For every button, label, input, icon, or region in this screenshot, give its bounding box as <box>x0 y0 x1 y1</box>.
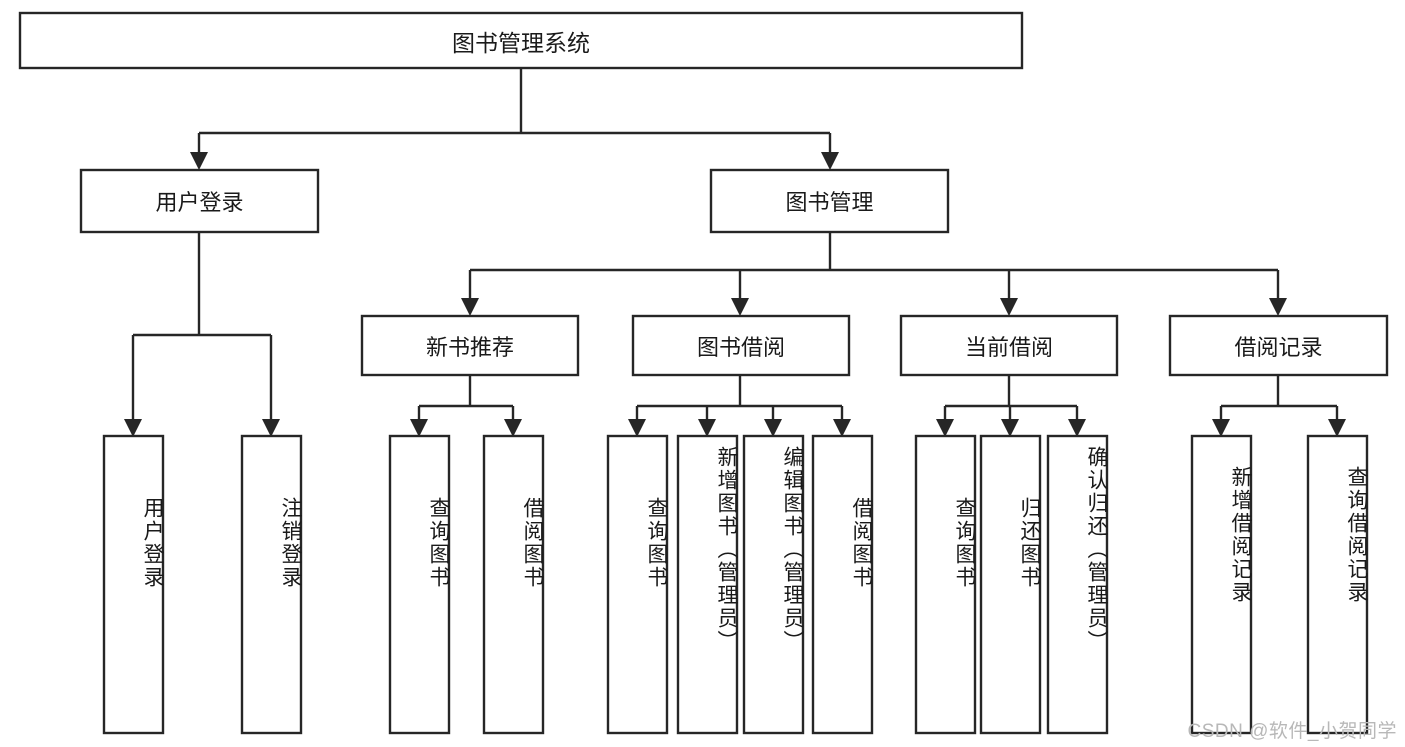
node-book-borrow[interactable] <box>631 314 851 377</box>
leaf-current-borrow-0[interactable] <box>914 434 977 735</box>
node-current-borrow[interactable] <box>899 314 1119 377</box>
node-new-book-recommend[interactable] <box>360 314 580 377</box>
node-borrow-record[interactable] <box>1168 314 1389 377</box>
connector-borrowrecord-to-leaves <box>1212 375 1346 437</box>
connector-bookmgmt-to-level3 <box>461 232 1287 316</box>
leaf-book-borrow-2[interactable] <box>742 434 805 735</box>
leaf-user-login-1[interactable] <box>240 434 303 735</box>
leaf-current-borrow-2[interactable] <box>1046 434 1109 735</box>
leaf-borrow-record-0[interactable] <box>1190 434 1253 735</box>
leaf-book-borrow-0[interactable] <box>606 434 669 735</box>
connector-currentborrow-to-leaves <box>936 375 1086 437</box>
leaf-new-book-0[interactable] <box>388 434 451 735</box>
leaf-user-login-0[interactable] <box>102 434 165 735</box>
node-user-login[interactable] <box>79 168 320 234</box>
leaf-new-book-1[interactable] <box>482 434 545 735</box>
leaf-book-borrow-3[interactable] <box>811 434 874 735</box>
watermark: CSDN @软件_小贺同学 <box>1187 721 1397 742</box>
leaf-borrow-record-1[interactable] <box>1306 434 1369 735</box>
connector-bookborrow-to-leaves <box>628 375 851 437</box>
node-root[interactable] <box>18 11 1024 70</box>
leaf-current-borrow-1[interactable] <box>979 434 1042 735</box>
connector-root-to-level2 <box>190 68 839 170</box>
node-book-management[interactable] <box>709 168 950 234</box>
connector-userlogin-to-leaves <box>124 232 280 437</box>
connector-newbook-to-leaves <box>410 375 522 437</box>
leaf-book-borrow-1[interactable] <box>676 434 739 735</box>
